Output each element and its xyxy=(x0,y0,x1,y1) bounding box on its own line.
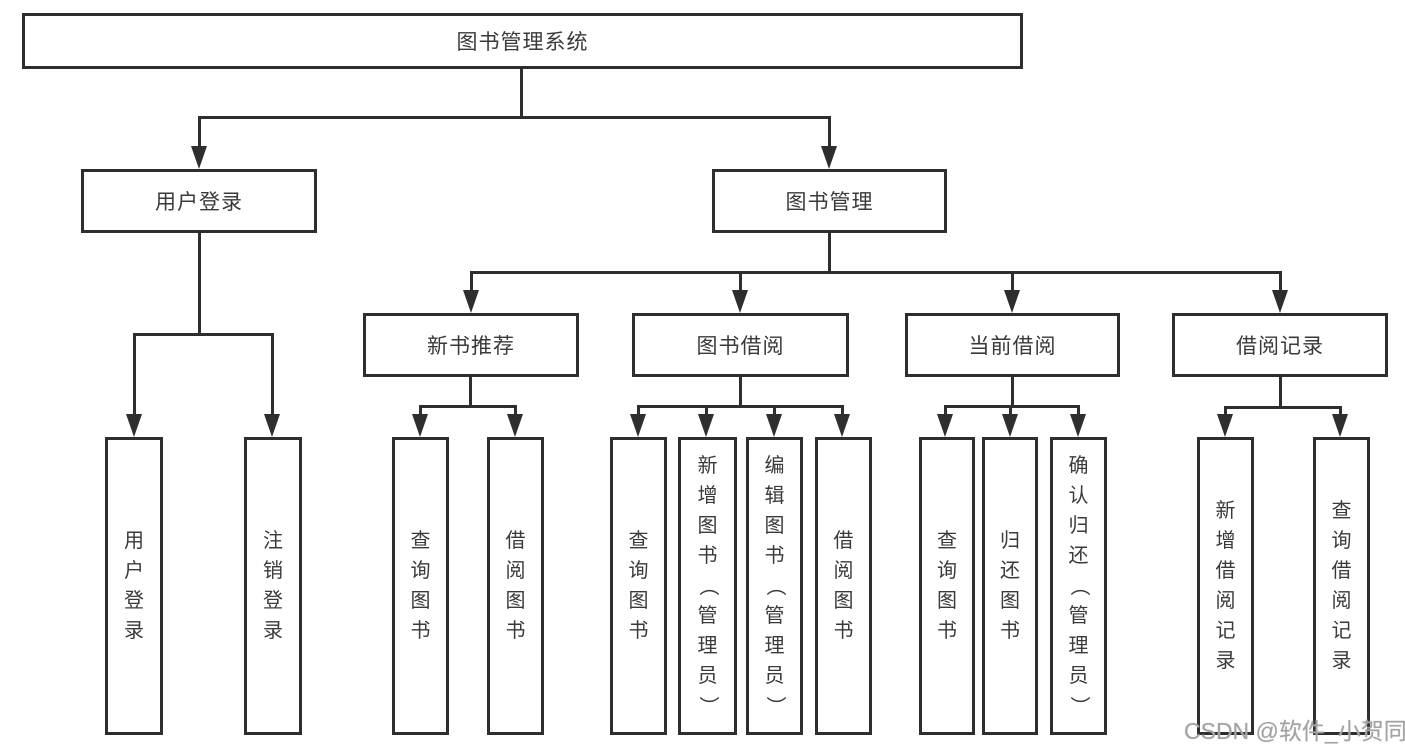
leaf-bb-edit-books-admin: 编辑图书（管理员） xyxy=(746,437,803,735)
connector-line xyxy=(739,377,742,408)
connector-line xyxy=(637,405,640,417)
connector-line xyxy=(271,333,274,417)
arrowhead-down-icon xyxy=(937,414,953,437)
node-label: 借阅记录 xyxy=(1236,335,1324,358)
node-root-library-system: 图书管理系统 xyxy=(22,13,1023,69)
connector-line xyxy=(1279,271,1282,293)
leaf-cb-query-books: 查询图书 xyxy=(919,437,975,735)
leaf-label: 查询借阅记录 xyxy=(1331,500,1352,672)
arrowhead-down-icon xyxy=(732,290,748,313)
connector-line xyxy=(133,333,274,336)
connector-line xyxy=(828,116,831,148)
arrowhead-down-icon xyxy=(1272,290,1288,313)
leaf-cb-confirm-return-admin: 确认归还（管理员） xyxy=(1050,437,1107,735)
arrowhead-down-icon xyxy=(126,414,142,437)
node-new-book-recommend: 新书推荐 xyxy=(363,313,579,377)
leaf-cb-return-books: 归还图书 xyxy=(982,437,1038,735)
connector-line xyxy=(520,68,523,118)
arrowhead-down-icon xyxy=(1332,414,1348,437)
arrowhead-down-icon xyxy=(463,290,479,313)
connector-line xyxy=(1339,406,1342,417)
connector-line xyxy=(944,405,1080,408)
leaf-label: 确认归还（管理员） xyxy=(1067,455,1090,716)
leaf-label: 用户登录 xyxy=(124,530,144,642)
node-borrowing-records: 借阅记录 xyxy=(1172,313,1388,377)
connector-line xyxy=(637,405,844,408)
connector-line xyxy=(1011,377,1014,408)
connector-line xyxy=(739,271,742,293)
connector-line xyxy=(514,405,517,417)
node-label: 新书推荐 xyxy=(427,335,515,358)
leaf-label: 借阅图书 xyxy=(505,530,526,642)
leaf-user-login: 用户登录 xyxy=(105,437,163,735)
connector-line xyxy=(469,377,472,408)
node-label: 用户登录 xyxy=(155,191,243,214)
node-book-management: 图书管理 xyxy=(712,169,947,233)
leaf-label: 注销登录 xyxy=(263,530,283,642)
arrowhead-down-icon xyxy=(1004,290,1020,313)
leaf-label: 借阅图书 xyxy=(833,530,854,642)
connector-line xyxy=(841,405,844,417)
connector-line xyxy=(1077,405,1080,417)
connector-line xyxy=(198,233,201,335)
connector-line xyxy=(133,333,136,417)
node-book-borrowing: 图书借阅 xyxy=(632,313,849,377)
connector-line xyxy=(419,405,422,417)
arrowhead-down-icon xyxy=(834,414,850,437)
connector-line xyxy=(1224,406,1227,417)
leaf-logout: 注销登录 xyxy=(244,437,302,735)
arrowhead-down-icon xyxy=(507,414,523,437)
node-label: 图书借阅 xyxy=(696,335,785,358)
connector-line xyxy=(828,233,831,273)
node-label: 图书管理系统 xyxy=(456,31,589,54)
connector-line xyxy=(198,116,830,119)
connector-line xyxy=(470,271,1281,274)
connector-line xyxy=(944,405,947,417)
leaf-label: 新增借阅记录 xyxy=(1215,500,1236,672)
leaf-label: 查询图书 xyxy=(628,530,649,642)
connector-line xyxy=(773,405,776,417)
leaf-br-query-record: 查询借阅记录 xyxy=(1313,437,1370,735)
leaf-bb-add-books-admin: 新增图书（管理员） xyxy=(678,437,737,735)
arrowhead-down-icon xyxy=(821,146,837,169)
arrowhead-down-icon xyxy=(630,414,646,437)
arrowhead-down-icon xyxy=(766,414,782,437)
connector-line xyxy=(1011,271,1014,293)
leaf-rec-query-books: 查询图书 xyxy=(392,437,449,735)
connector-line xyxy=(198,116,201,148)
node-current-borrowing: 当前借阅 xyxy=(905,313,1120,377)
connector-line xyxy=(705,405,708,417)
connector-line xyxy=(1009,405,1012,417)
arrowhead-down-icon xyxy=(191,146,207,169)
leaf-rec-borrow-books: 借阅图书 xyxy=(487,437,544,735)
leaf-label: 查询图书 xyxy=(410,530,431,642)
connector-line xyxy=(470,271,473,293)
csdn-watermark: CSDN @软件_小贺同学 xyxy=(1184,718,1405,744)
node-user-login: 用户登录 xyxy=(81,169,317,233)
leaf-bb-borrow-books: 借阅图书 xyxy=(815,437,872,735)
leaf-label: 查询图书 xyxy=(937,530,957,642)
leaf-label: 归还图书 xyxy=(1000,530,1020,642)
connector-line xyxy=(1224,406,1341,409)
leaf-label: 新增图书（管理员） xyxy=(696,455,719,716)
arrowhead-down-icon xyxy=(1217,414,1233,437)
arrowhead-down-icon xyxy=(1002,414,1018,437)
leaf-bb-query-books: 查询图书 xyxy=(610,437,667,735)
connector-line xyxy=(1279,377,1282,409)
leaf-br-add-record: 新增借阅记录 xyxy=(1197,437,1254,735)
connector-line xyxy=(419,405,516,408)
arrowhead-down-icon xyxy=(1070,414,1086,437)
node-label: 图书管理 xyxy=(785,191,874,214)
arrowhead-down-icon xyxy=(412,414,428,437)
arrowhead-down-icon xyxy=(698,414,714,437)
arrowhead-down-icon xyxy=(264,414,280,437)
node-label: 当前借阅 xyxy=(968,335,1057,358)
leaf-label: 编辑图书（管理员） xyxy=(763,455,786,716)
